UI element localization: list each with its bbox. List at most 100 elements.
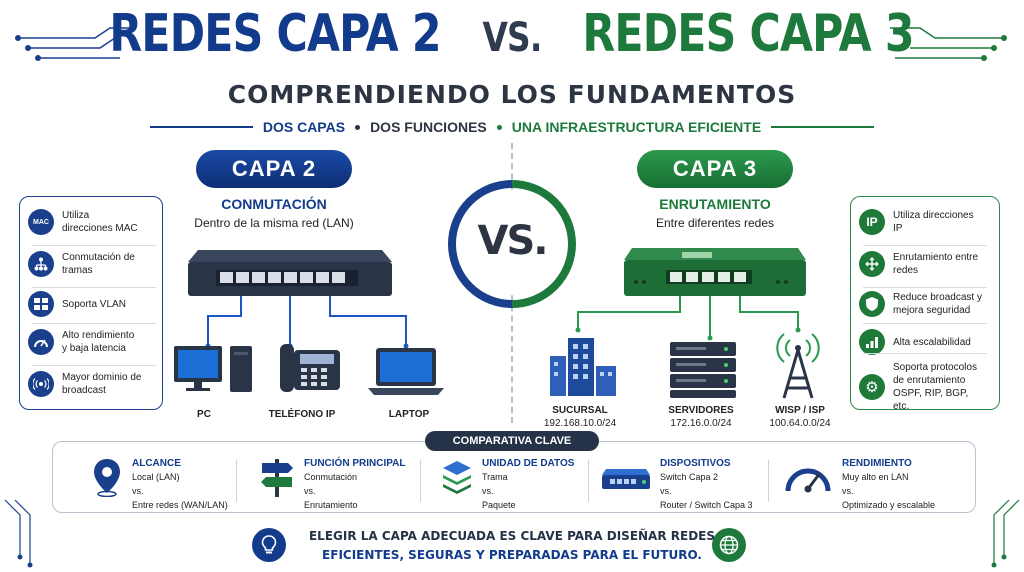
feature-item: MAC Utiliza direcciones MAC bbox=[28, 209, 142, 235]
feature-text: Soporta protocolos de enrutamiento OSPF,… bbox=[893, 362, 977, 412]
speedometer-icon bbox=[28, 329, 54, 355]
network-device-icon bbox=[602, 469, 650, 489]
comparison-line: Paquete bbox=[482, 500, 516, 510]
comparison-vs: vs. bbox=[482, 486, 494, 496]
comparison-title: DISPOSITIVOS bbox=[660, 458, 731, 469]
location-pin-icon bbox=[94, 459, 120, 497]
comparison-tag: COMPARATIVA CLAVE bbox=[425, 431, 599, 451]
layer2-title: CONMUTACIÓN bbox=[221, 196, 327, 212]
layer3-pill: CAPA 3 bbox=[637, 150, 793, 188]
feature-text: Mayor dominio de broadcast bbox=[62, 372, 142, 396]
comparison-vs: vs. bbox=[132, 486, 144, 496]
switching-tree-icon bbox=[28, 251, 54, 277]
laptop-icon bbox=[368, 348, 444, 395]
tag-two-layers: DOS CAPAS bbox=[262, 119, 346, 135]
feature-text: Reduce broadcast y mejora seguridad bbox=[893, 292, 982, 316]
feature-item: Reduce broadcast y mejora seguridad bbox=[859, 291, 983, 317]
feature-item: Alto rendimiento y baja latencia bbox=[28, 329, 142, 355]
comparison-vs: vs. bbox=[842, 486, 854, 496]
column-separator bbox=[420, 460, 421, 502]
device-subnet-branch: 192.168.10.0/24 bbox=[543, 418, 617, 429]
feature-text: Alta escalabilidad bbox=[893, 336, 971, 348]
device-label-wisp: WISP / ISP bbox=[775, 405, 825, 416]
wireless-tower-icon bbox=[776, 333, 820, 399]
comparison-line: Switch Capa 2 bbox=[660, 472, 719, 482]
tag-dot bbox=[496, 124, 502, 130]
layer3-features-panel: IP Utiliza direcciones IP Enrutamiento e… bbox=[850, 196, 1000, 413]
comparison-scope: ALCANCE Local (LAN) vs. Entre redes (WAN… bbox=[90, 457, 228, 512]
device-label-ip-phone: TELÉFONO IP bbox=[268, 409, 336, 420]
tag-efficient-infrastructure: UNA INFRAESTRUCTURA EFICIENTE bbox=[511, 119, 762, 135]
ip-icon: IP bbox=[859, 209, 885, 235]
circuit-decoration-right bbox=[890, 27, 1007, 61]
pc-icon bbox=[174, 346, 252, 392]
layer3-subtitle: Entre diferentes redes bbox=[655, 216, 775, 230]
column-separator bbox=[768, 460, 769, 502]
feature-text: Utiliza direcciones IP bbox=[893, 210, 974, 234]
tagline-line-left bbox=[150, 126, 253, 128]
device-label-branch: SUCURSAL bbox=[552, 405, 608, 416]
circuit-decoration-bottom-right bbox=[991, 499, 1020, 568]
comparison-line: Enrutamiento bbox=[304, 500, 358, 510]
servers-icon bbox=[670, 342, 736, 398]
growth-chart-icon bbox=[859, 329, 885, 355]
shield-icon bbox=[859, 291, 885, 317]
globe-icon bbox=[712, 528, 746, 562]
tagline: DOS CAPAS DOS FUNCIONES UNA INFRAESTRUCT… bbox=[150, 117, 875, 137]
device-label-laptop: LAPTOP bbox=[388, 409, 430, 420]
conclusion-line-1: ELEGIR LA CAPA ADECUADA ES CLAVE PARA DI… bbox=[308, 529, 716, 543]
comparison-line: Conmutación bbox=[304, 472, 358, 482]
layer3-router-diagram bbox=[550, 248, 820, 399]
comparison-line: Optimizado y escalable bbox=[842, 500, 936, 510]
conclusion-text: ELEGIR LA CAPA ADECUADA ES CLAVE PARA DI… bbox=[300, 527, 724, 565]
layer2-switch-diagram bbox=[174, 250, 444, 395]
feature-item: IP Utiliza direcciones IP bbox=[859, 209, 979, 235]
feature-text: Soporta VLAN bbox=[62, 298, 126, 310]
comparison-title: UNIDAD DE DATOS bbox=[482, 458, 575, 469]
conclusion-line-2: EFICIENTES, SEGURAS Y PREPARADAS PARA EL… bbox=[322, 548, 702, 562]
comparison-function: FUNCIÓN PRINCIPAL Conmutación vs. Enruta… bbox=[258, 457, 405, 512]
comparison-line: Trama bbox=[482, 472, 508, 482]
comparison-title: FUNCIÓN PRINCIPAL bbox=[304, 458, 406, 469]
column-separator bbox=[236, 460, 237, 502]
vs-ring bbox=[448, 180, 576, 308]
feature-text: Alto rendimiento y baja latencia bbox=[62, 330, 135, 354]
mac-icon: MAC bbox=[28, 209, 54, 235]
ip-phone-icon bbox=[280, 344, 340, 392]
comparison-devices: DISPOSITIVOS Switch Capa 2 vs. Router / … bbox=[600, 457, 753, 512]
title-layer3: REDES CAPA 3 bbox=[582, 4, 915, 64]
circuit-decoration-bottom-left bbox=[4, 499, 33, 568]
comparison-line: Muy alto en LAN bbox=[842, 472, 909, 482]
layer2-subtitle: Dentro de la misma red (LAN) bbox=[194, 216, 354, 230]
tagline-line-right bbox=[771, 126, 875, 128]
lightbulb-icon bbox=[252, 528, 286, 562]
tag-dot bbox=[355, 124, 361, 130]
comparison-title: RENDIMIENTO bbox=[842, 458, 912, 469]
layers-icon bbox=[443, 461, 471, 494]
broadcast-icon bbox=[28, 371, 54, 397]
device-subnet-servers: 172.16.0.0/24 bbox=[670, 418, 732, 429]
feature-item: Conmutación de tramas bbox=[28, 251, 142, 277]
feature-item: Soporta VLAN bbox=[28, 291, 142, 317]
gear-icon: ⚙ bbox=[859, 374, 885, 400]
feature-item: Enrutamiento entre redes bbox=[859, 251, 979, 277]
title-vs: VS. bbox=[482, 15, 542, 61]
comparison-title: ALCANCE bbox=[132, 458, 181, 469]
column-separator bbox=[588, 460, 589, 502]
circuit-decoration-left bbox=[15, 27, 130, 61]
subtitle: COMPRENDIENDO LOS FUNDAMENTOS bbox=[227, 80, 797, 109]
feature-item: ⚙ Soporta protocolos de enrutamiento OSP… bbox=[859, 361, 987, 413]
device-label-servers: SERVIDORES bbox=[668, 405, 734, 416]
comparison-line: Entre redes (WAN/LAN) bbox=[132, 500, 228, 510]
routing-arrows-icon bbox=[859, 251, 885, 277]
layer3-title: ENRUTAMIENTO bbox=[659, 196, 771, 212]
device-label-pc: PC bbox=[197, 409, 211, 420]
feature-item: Mayor dominio de broadcast bbox=[28, 371, 142, 397]
feature-text: Enrutamiento entre redes bbox=[893, 252, 979, 276]
vlan-icon bbox=[28, 291, 54, 317]
tag-two-functions: DOS FUNCIONES bbox=[370, 119, 487, 135]
branch-building-icon bbox=[550, 338, 616, 396]
main-title: REDES CAPA 2 VS. REDES CAPA 3 bbox=[0, 4, 1024, 76]
device-subnet-wisp: 100.64.0.0/24 bbox=[769, 418, 831, 429]
layer2-pill: CAPA 2 bbox=[196, 150, 352, 188]
